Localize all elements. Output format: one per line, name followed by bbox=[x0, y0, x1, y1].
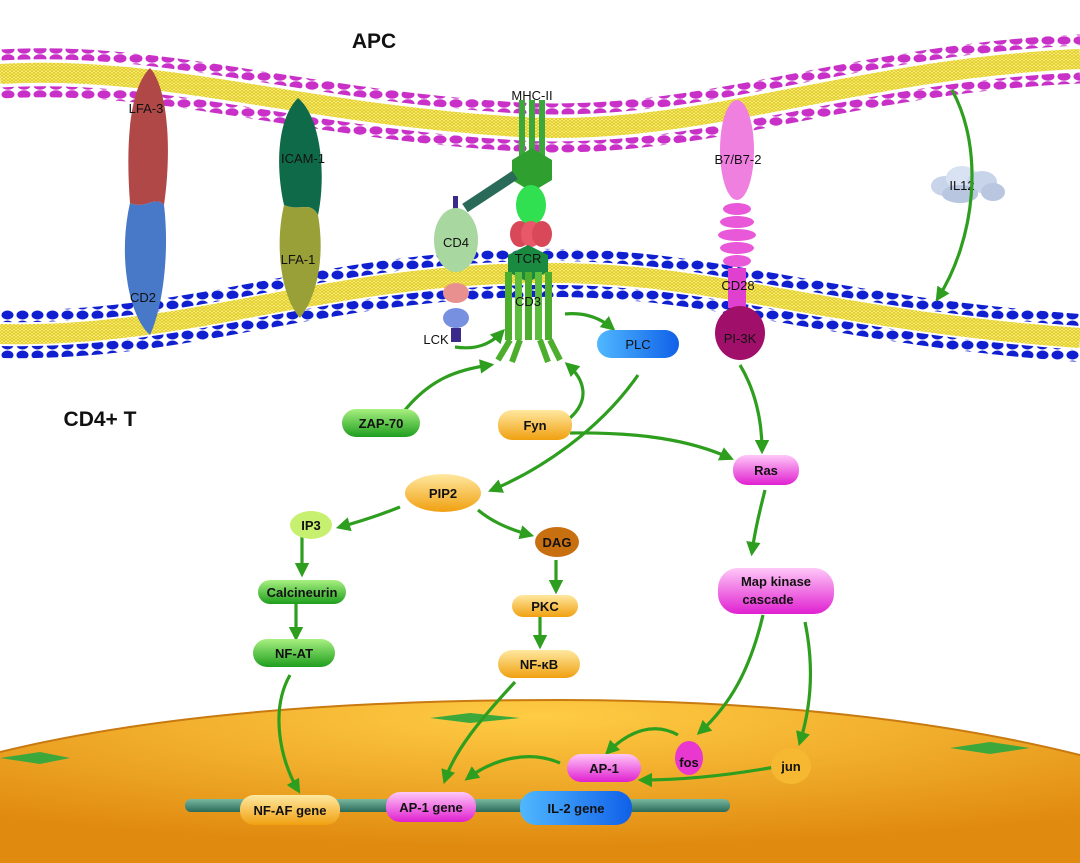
plc-label: PLC bbox=[625, 337, 650, 352]
tcr-cd3-complex bbox=[495, 221, 563, 364]
cd28-label: CD28 bbox=[721, 278, 754, 293]
dag-label: DAG bbox=[543, 535, 572, 550]
mhc2-complex bbox=[462, 100, 552, 225]
il2-gene-label: IL-2 gene bbox=[547, 801, 604, 816]
apc-title: APC bbox=[352, 30, 396, 53]
fyn-node bbox=[498, 410, 572, 440]
il12-label: IL12 bbox=[949, 178, 974, 193]
lfa3-label: LFA-3 bbox=[129, 101, 164, 116]
lck-label: LCK bbox=[423, 332, 449, 347]
nfkb-node bbox=[498, 650, 580, 678]
cd4-protein bbox=[434, 196, 478, 342]
nucleus bbox=[0, 698, 1080, 863]
mapk-label-line2: cascade bbox=[742, 592, 793, 607]
cd28-protein bbox=[718, 203, 756, 308]
pkc-node bbox=[512, 595, 578, 617]
b7-label: B7/B7-2 bbox=[715, 152, 762, 167]
mapk-label-line1: Map kinase bbox=[741, 574, 811, 589]
ap1-gene-label: AP-1 gene bbox=[399, 800, 463, 815]
ras-node bbox=[733, 455, 799, 485]
cd4-label: CD4 bbox=[443, 235, 469, 250]
t-cell-title: CD4+ T bbox=[64, 408, 137, 431]
pi3k-protein bbox=[715, 306, 765, 360]
fyn-label: Fyn bbox=[523, 418, 546, 433]
pi3k-label: PI-3K bbox=[724, 331, 757, 346]
ap1-gene-node bbox=[386, 792, 476, 822]
nfat-node bbox=[253, 639, 335, 667]
t-cell-membrane bbox=[0, 248, 1080, 362]
icam1-protein bbox=[279, 98, 322, 215]
lfa1-label: LFA-1 bbox=[281, 252, 316, 267]
pip2-label: PIP2 bbox=[429, 486, 457, 501]
fos-label: fos bbox=[679, 755, 699, 770]
ap1-label: AP-1 bbox=[589, 761, 619, 776]
lfa3-protein bbox=[128, 68, 168, 205]
mhc2-label: MHC-II bbox=[511, 88, 552, 103]
nfaf-gene-node bbox=[240, 795, 340, 825]
nfat-label: NF-AT bbox=[275, 646, 313, 661]
lfa1-protein bbox=[279, 205, 321, 318]
jun-label: jun bbox=[780, 759, 801, 774]
ap1-node bbox=[567, 754, 641, 782]
tcr-label: TCR bbox=[515, 251, 542, 266]
nfaf-gene-label: NF-AF gene bbox=[254, 803, 327, 818]
ras-label: Ras bbox=[754, 463, 778, 478]
calcineurin-label: Calcineurin bbox=[267, 585, 338, 600]
mapk-cascade-node bbox=[718, 568, 834, 614]
zap70-node bbox=[342, 409, 420, 437]
calcineurin-node bbox=[258, 580, 346, 604]
plc-node bbox=[597, 330, 679, 358]
pkc-label: PKC bbox=[531, 599, 559, 614]
cd2-protein bbox=[124, 201, 167, 335]
ip3-node bbox=[290, 511, 332, 539]
cd2-label: CD2 bbox=[130, 290, 156, 305]
cd3-label: CD3 bbox=[515, 294, 541, 309]
pip2-node bbox=[405, 474, 481, 512]
zap70-label: ZAP-70 bbox=[359, 416, 404, 431]
icam1-label: ICAM-1 bbox=[281, 151, 325, 166]
il12-cloud-icon bbox=[931, 166, 1005, 203]
ip3-label: IP3 bbox=[301, 518, 321, 533]
b7-protein bbox=[720, 100, 754, 200]
fos-node bbox=[675, 741, 703, 775]
dag-node bbox=[535, 527, 579, 557]
il2-gene-node bbox=[520, 791, 632, 825]
nfkb-label: NF-κB bbox=[520, 657, 558, 672]
jun-node bbox=[771, 748, 811, 784]
pathway-arrows bbox=[277, 89, 974, 794]
